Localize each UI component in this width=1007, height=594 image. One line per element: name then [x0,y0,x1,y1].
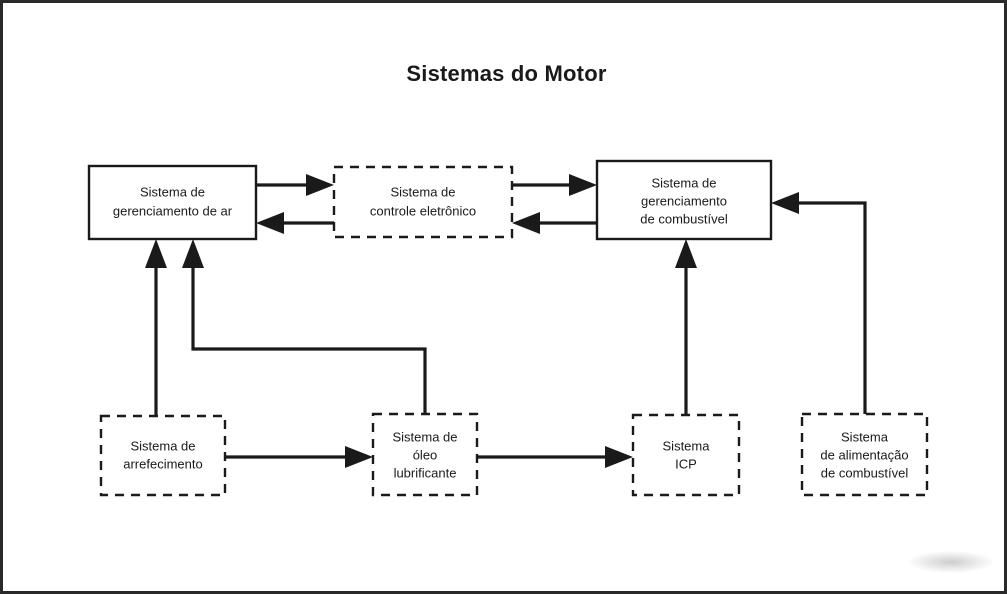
node-box-alimentacao [800,412,929,497]
connector-oleo-to-ar [182,239,427,414]
node-label-alimentacao-line-3: de combustível [821,465,909,480]
node-label-alimentacao-line-1: Sistema [841,429,889,444]
node-label-arrefecimento-line-1: Sistema de [130,438,195,453]
node-label-oleo-line-2: óleo [413,447,438,462]
page-title: Sistemas do Motor [406,61,607,86]
node-sistema-gerenciamento-de-combustivel[interactable]: Sistema de gerenciamento de combustível [595,159,773,241]
node-label-eletronico-line-1: Sistema de [390,184,455,199]
node-box-arrefecimento [99,414,227,497]
node-sistema-controle-eletronico[interactable]: Sistema de controle eletrônico [332,165,514,239]
node-label-icp-line-1: Sistema [663,438,711,453]
connector-arrefecimento-to-oleo [225,446,373,468]
node-sistema-de-alimentacao-de-combustivel[interactable]: Sistema de alimentação de combustível [800,412,929,497]
node-box-icp [631,413,741,497]
connector-icp-to-combustivel [675,239,697,415]
connector-ar-to-eletronico [256,174,334,196]
node-label-arrefecimento-line-2: arrefecimento [123,456,202,471]
node-box-oleo [371,412,479,497]
connector-combustivel-to-eletronico [512,212,597,234]
node-label-alimentacao-line-2: de alimentação [820,447,908,462]
connector-oleo-to-icp [477,446,633,468]
diagram-canvas: Sistema de gerenciamento de ar Sistema d… [87,159,929,497]
node-label-icp-line-2: ICP [675,456,697,471]
node-label-eletronico-line-2: controle eletrônico [370,203,476,218]
node-box-eletronico [332,165,514,239]
node-label-ar-line-1: Sistema de [140,184,205,199]
node-box-combustivel [595,159,773,241]
node-label-combustivel-line-1: Sistema de [651,175,716,190]
node-label-ar-line-2: gerenciamento de ar [113,203,233,218]
node-sistema-gerenciamento-de-ar[interactable]: Sistema de gerenciamento de ar [87,164,258,241]
connector-eletronico-to-ar [256,212,334,234]
node-label-oleo-line-1: Sistema de [392,429,457,444]
node-sistema-icp[interactable]: Sistema ICP [631,413,741,497]
node-label-oleo-line-3: lubrificante [394,465,457,480]
connector-alimentacao-to-combustivel [771,192,867,414]
connector-arrefecimento-to-ar [145,239,167,416]
node-sistema-de-arrefecimento[interactable]: Sistema de arrefecimento [99,414,227,497]
node-sistema-de-oleo-lubrificante[interactable]: Sistema de óleo lubrificante [371,412,479,497]
node-label-combustivel-line-3: de combustível [640,211,728,226]
node-label-combustivel-line-2: gerenciamento [641,193,727,208]
connector-eletronico-to-combustivel [512,174,597,196]
node-box-ar [87,164,258,241]
connections-layer [145,174,867,468]
